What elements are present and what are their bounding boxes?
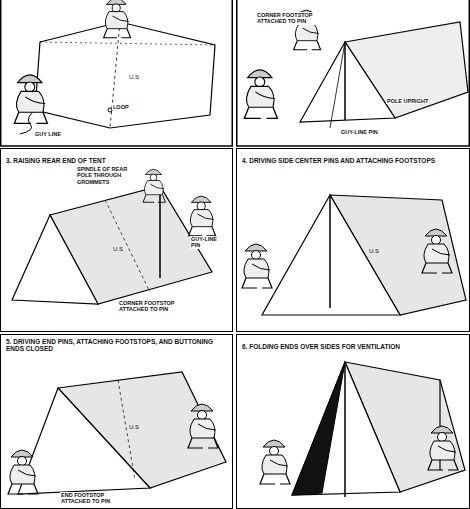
- step-title: 5. DRIVING END PINS, ATTACHING FOOTSTOPS…: [5, 338, 228, 353]
- callout-label: LOOP: [112, 104, 130, 110]
- callout-label: GUY-LINE PIN: [190, 236, 222, 249]
- tent-marking: U.S: [128, 74, 140, 81]
- callout-label: CORNER FOOTSTOP ATTACHED TO PIN: [256, 12, 328, 25]
- callout-label: POLE UPRIGHT: [386, 98, 429, 104]
- tent-marking: U.S: [112, 246, 124, 253]
- step-panel: 6. FOLDING ENDS OVER SIDES FOR VENTILATI…: [236, 334, 470, 509]
- callout-label: GUY LINE: [34, 131, 62, 137]
- tent-marking: U.S: [128, 424, 140, 431]
- step-panel: 4. DRIVING SIDE CENTER PINS AND ATTACHIN…: [236, 148, 470, 332]
- callout-label: GUY-LINE PIN: [340, 129, 379, 135]
- step-title: 3. RAISING REAR END OF TENT: [5, 157, 107, 164]
- step-title: 4. DRIVING SIDE CENTER PINS AND ATTACHIN…: [241, 157, 436, 164]
- step-panel: 5. DRIVING END PINS, ATTACHING FOOTSTOPS…: [0, 334, 233, 509]
- tent-marking: U.S: [368, 248, 380, 255]
- callout-label: CORNER FOOTSTOP ATTACHED TO PIN: [118, 300, 184, 313]
- step-title: 6. FOLDING ENDS OVER SIDES FOR VENTILATI…: [241, 343, 401, 350]
- callout-label: SPINDLE OF REAR POLE THROUGH GROMMETS: [76, 166, 142, 185]
- callout-label: END FOOTSTOP ATTACHED TO PIN: [60, 492, 132, 505]
